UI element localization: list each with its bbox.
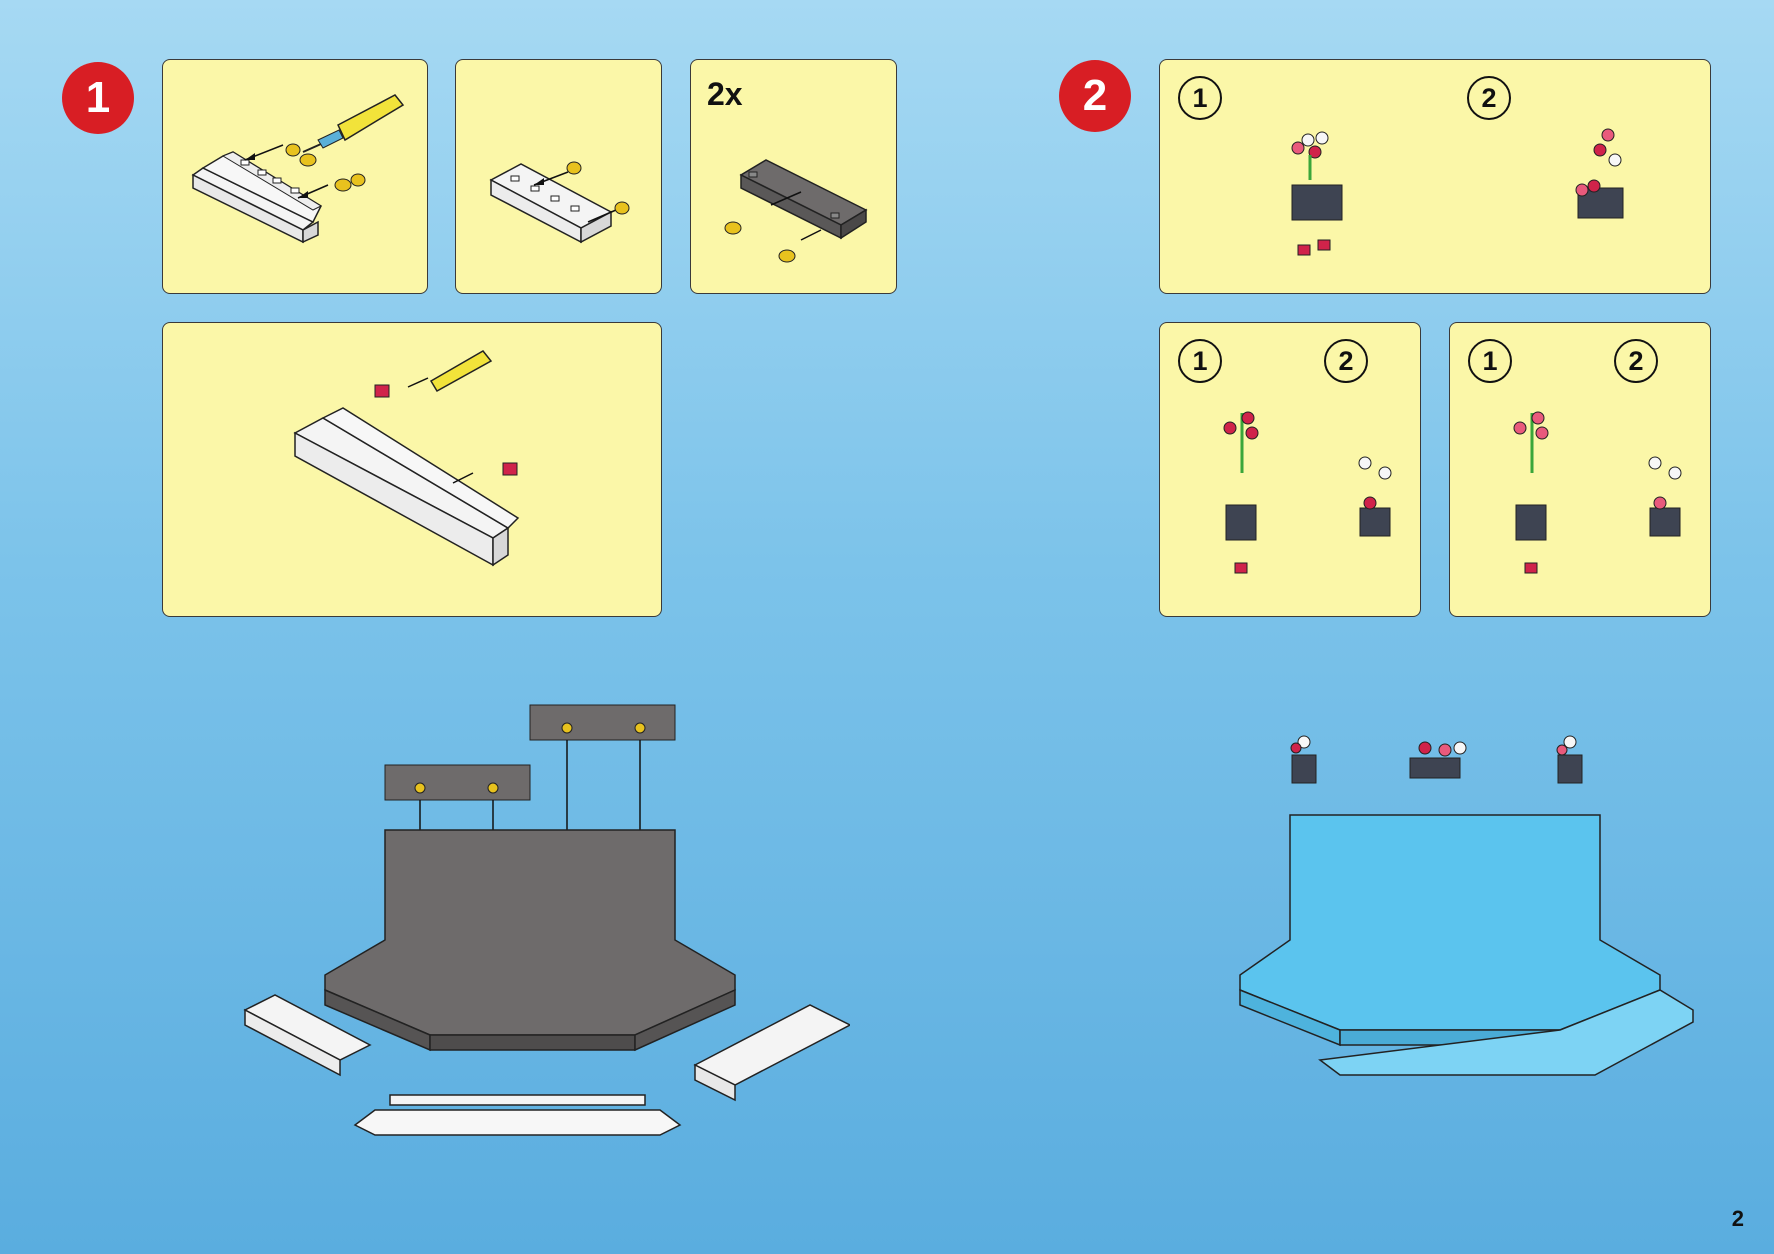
sub-step-number: 1 — [1178, 76, 1222, 120]
step1-panel-foam-block-pegs — [162, 59, 428, 294]
blue-base-with-planters-illustration — [1239, 735, 1694, 1076]
sub-step-number: 1 — [1468, 339, 1512, 383]
step1-panel-small-block-pegs — [455, 59, 662, 294]
step1-panel-grey-connector-2x: 2x — [690, 59, 897, 294]
pot-red-flowers-illustration — [1223, 411, 1392, 574]
planter-flowers-illustration — [1291, 128, 1624, 256]
step2-panel-pot-red-flowers: 1 2 — [1159, 322, 1421, 617]
pot-pink-flowers-illustration — [1513, 411, 1682, 574]
step1-panel-long-foam-red-pegs — [162, 322, 662, 617]
sub-step-number: 2 — [1324, 339, 1368, 383]
step-number-badge: 2 — [1059, 60, 1131, 132]
step2-panel-pot-pink-flowers: 1 2 — [1449, 322, 1711, 617]
step2-panel-planter-flowers: 1 2 — [1159, 59, 1711, 294]
sub-step-number: 1 — [1178, 339, 1222, 383]
step-number-badge: 1 — [62, 62, 134, 134]
page-number: 2 — [1731, 1206, 1744, 1231]
grey-connector-illustration — [724, 159, 868, 263]
quantity-label: 2x — [707, 76, 743, 112]
sub-step-number: 2 — [1467, 76, 1511, 120]
small-block-with-pegs-illustration — [489, 161, 630, 244]
long-foam-with-red-pegs-illustration — [293, 350, 520, 567]
sub-step-number: 2 — [1614, 339, 1658, 383]
grey-base-assembly-illustration — [243, 704, 850, 1136]
foam-block-with-pegs-illustration — [191, 94, 405, 244]
